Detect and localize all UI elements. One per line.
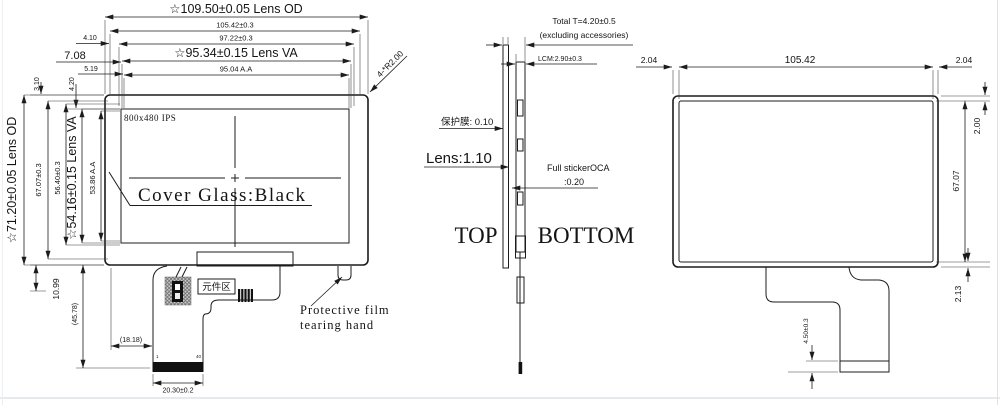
film-tear-leader — [310, 276, 343, 307]
protective-film-note-1: Protective film — [300, 303, 390, 317]
oca-label-2: :0.20 — [564, 177, 584, 187]
component-area-box — [197, 278, 236, 295]
ic-slot-top — [175, 284, 180, 290]
driver-ic — [172, 281, 183, 302]
top-extension-lines — [104, 20, 369, 108]
cover-glass-bezel — [104, 94, 369, 266]
back-right-extensions — [936, 95, 990, 268]
dim-lens-va-w: ☆95.34±0.15 Lens VA — [174, 46, 298, 60]
back-tail-extensions — [788, 360, 838, 373]
side-stiffener — [516, 276, 525, 304]
front-view: 800x480 IPS Cover Glass:Black ☆109.50±0.… — [5, 2, 408, 395]
component-area-label: 元件区 — [202, 281, 231, 293]
back-view: 2.04 105.42 2.04 2.00 67.07 2.13 4.50±0.… — [636, 55, 990, 389]
back-lcm-outline — [678, 100, 934, 263]
dim-aa-w: 95.04 A.A — [220, 65, 253, 74]
dim-67: 67.07±0.3 — [34, 163, 43, 196]
lens-thickness: Lens:1.10 — [426, 150, 492, 167]
film-tear-tab — [337, 266, 352, 281]
dim-97: 97.22±0.3 — [219, 34, 252, 43]
dim-105: 105.42±0.3 — [216, 21, 253, 30]
back-fpc-right-edge — [848, 266, 890, 361]
back-right-gap: 2.04 — [956, 55, 973, 65]
dim-7-08: 7.08 — [64, 50, 85, 62]
component-bump-2 — [517, 138, 524, 152]
dim-4-20: 4.20 — [69, 77, 76, 91]
bottom-label: BOTTOM — [538, 223, 635, 248]
film-thickness: 保护膜: 0.10 — [441, 116, 493, 128]
centerline-cross — [129, 116, 341, 247]
ic-slot-bottom — [175, 293, 180, 299]
back-fpc-left-edge — [765, 267, 841, 361]
pin-40-label: 40 — [196, 354, 202, 359]
ic-leader-lines — [175, 266, 188, 278]
back-top-extensions — [672, 70, 939, 99]
back-top-gap: 2.00 — [972, 117, 982, 134]
dim-aa-h: 53.86 A.A — [88, 162, 97, 195]
cover-glass-label: Cover Glass:Black — [138, 185, 307, 206]
side-fpc-tip — [518, 362, 523, 374]
dim-45-78: (45.78) — [72, 303, 79, 325]
connector-comb-icon — [238, 289, 253, 302]
total-thickness-2: (excluding accessories) — [540, 30, 629, 40]
side-extension-lines — [502, 37, 526, 61]
touch-fpc-exit-outline — [196, 251, 294, 267]
tail-dim: 4.50±0.3 — [803, 318, 810, 344]
lcm-slab — [515, 61, 526, 253]
fpc-right-edge — [202, 266, 281, 362]
back-height: 67.07 — [951, 170, 961, 192]
tail-extensions — [152, 374, 204, 386]
back-fpc-connector — [839, 360, 890, 373]
fpc-left-edge — [152, 265, 168, 362]
component-bump-3 — [517, 191, 524, 206]
back-bottom-gap: 2.13 — [953, 285, 963, 302]
oca-label-1: Full stickerOCA — [547, 163, 610, 173]
total-thickness-1: Total T=4.20±0.5 — [552, 16, 616, 26]
dim-4-10: 4.10 — [83, 35, 97, 42]
dim-5-19: 5.19 — [84, 66, 98, 73]
dim-lens-va-h: ☆54.16±0.15 Lens VA — [65, 116, 79, 240]
fpc-contact-bar — [152, 362, 204, 372]
panel-spec-label: 800x480 IPS — [124, 113, 176, 123]
corner-radius-note: 4-*R2.00 — [374, 48, 405, 79]
lens-slab — [502, 44, 509, 269]
top-label: TOP — [454, 223, 497, 248]
back-outer-outline — [672, 95, 939, 268]
dim-56: 56.40±0.3 — [53, 161, 62, 194]
back-width: 105.42 — [785, 55, 816, 66]
dim-3-10: 3.10 — [34, 77, 41, 91]
dim-20-30: 20.30±0.2 — [162, 388, 193, 395]
protective-film-note-2: tearing hand — [300, 318, 374, 332]
pin-1-label: 1 — [156, 354, 159, 359]
side-view: Total T=4.20±0.5 (excluding accessories)… — [424, 16, 634, 374]
back-left-gap: 2.04 — [641, 55, 658, 65]
bottom-left-extensions — [30, 264, 150, 369]
corner-radius-leader — [369, 55, 408, 93]
dim-18-18: (18.18) — [120, 337, 142, 344]
dim-lens-od-h: ☆71.20±0.05 Lens OD — [5, 117, 19, 243]
cover-glass-leader — [108, 171, 312, 206]
dim-lens-od-w: ☆109.50±0.05 Lens OD — [169, 2, 302, 16]
component-bump-1 — [517, 99, 524, 117]
lcm-thickness: LCM:2.90±0.3 — [538, 56, 582, 63]
dim-10-99: 10.99 — [51, 278, 61, 300]
